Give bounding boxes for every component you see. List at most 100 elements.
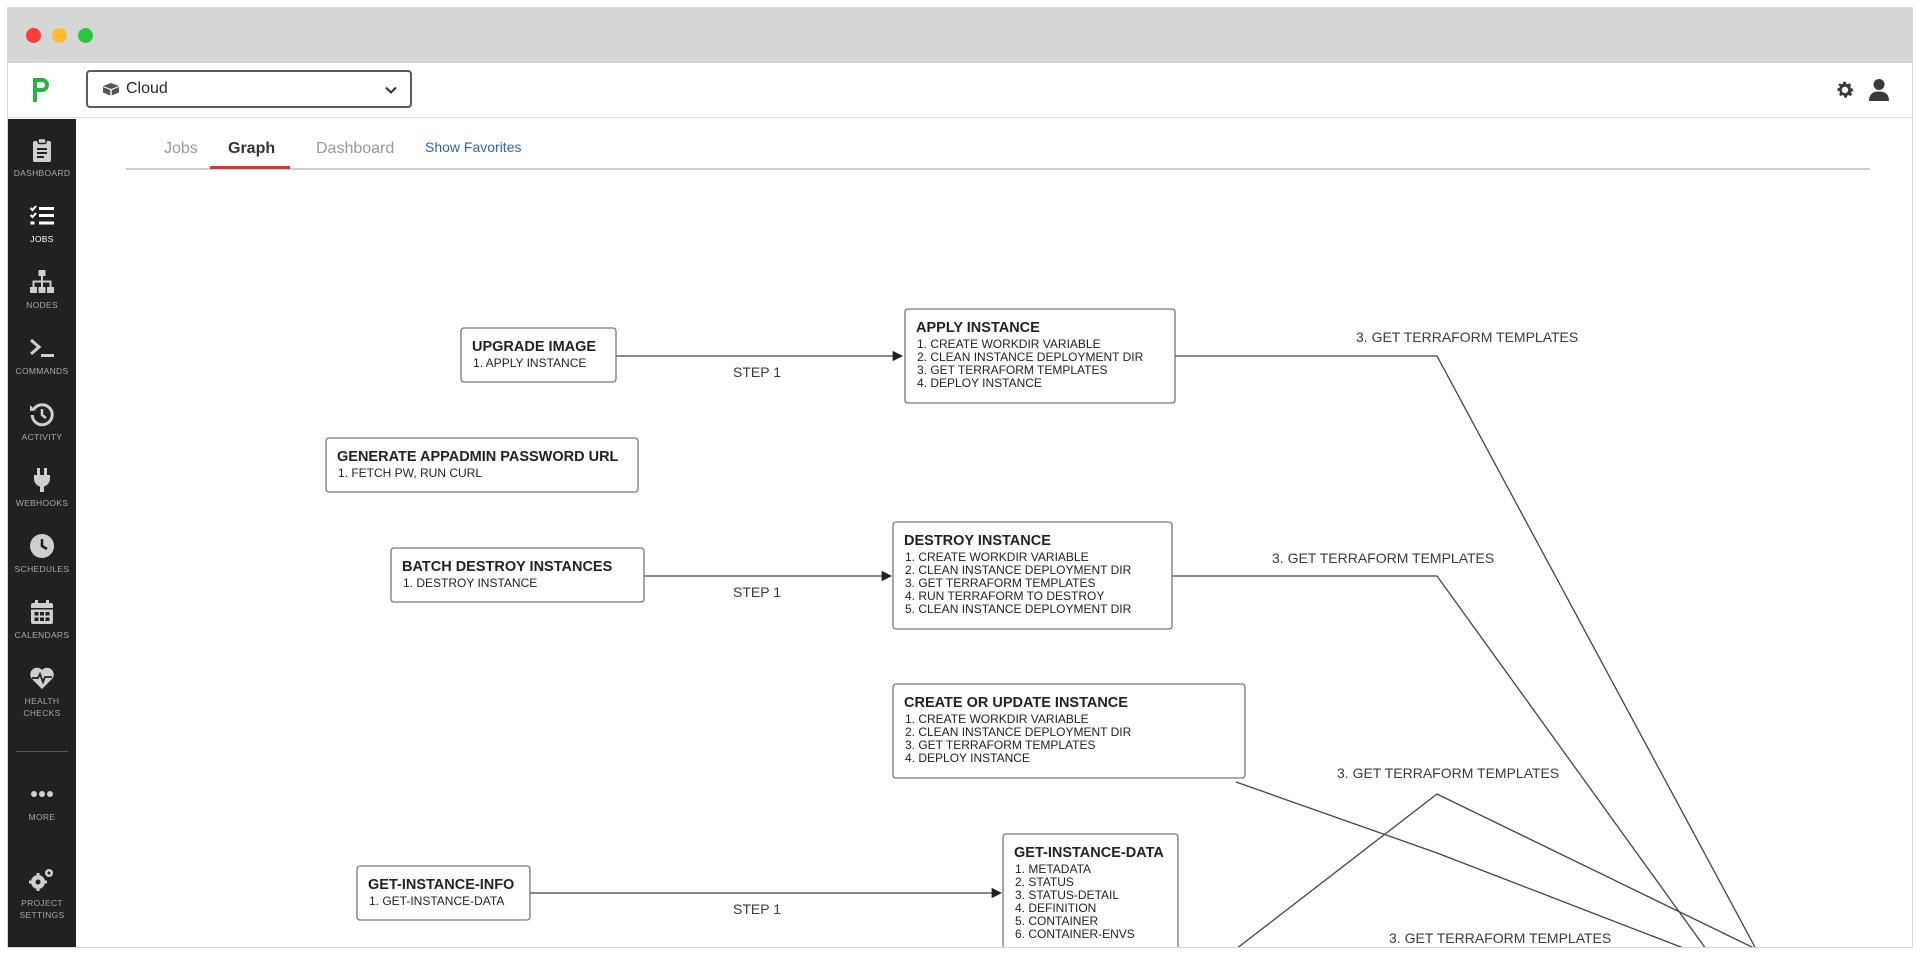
job-node-title: APPLY INSTANCE [916, 320, 1040, 336]
sidebar-item-schedules[interactable]: SCHEDULES [8, 533, 76, 575]
edge-label-terraform: 3. GET TERRAFORM TEMPLATES [1356, 329, 1578, 345]
job-node[interactable]: DESTROY INSTANCE 1. CREATE WORKDIR VARIA… [892, 521, 1173, 630]
project-box-icon [103, 83, 119, 96]
tab-dashboard[interactable]: Dashboard [316, 140, 395, 157]
edge-label-terraform: 3. GET TERRAFORM TEMPLATES [1337, 765, 1559, 781]
calendar-icon [31, 600, 53, 624]
gears-icon [29, 869, 53, 891]
sidebar-item-health-checks[interactable]: HEALTH CHECKS [8, 665, 76, 719]
edge-label-terraform: 3. GET TERRAFORM TEMPLATES [1272, 550, 1494, 566]
window-close-button[interactable] [26, 28, 41, 43]
graph-canvas: STEP 1 STEP 1 STEP 1 3. GET TERRAFORM TE… [325, 308, 1756, 948]
edge-label-step: STEP 1 [733, 364, 781, 380]
job-node-title: UPGRADE IMAGE [472, 339, 596, 355]
sidebar-item-nodes[interactable]: NODES [8, 269, 76, 311]
job-node-step: 3. GET TERRAFORM TEMPLATES [905, 738, 1095, 752]
sidebar-item-label-line2: CHECKS [23, 708, 61, 718]
job-node-step: 4. DEPLOY INSTANCE [917, 376, 1042, 390]
tab-jobs[interactable]: Jobs [164, 140, 198, 157]
job-node[interactable]: APPLY INSTANCE 1. CREATE WORKDIR VARIABL… [904, 308, 1176, 404]
sidebar-item-label: DASHBOARD [13, 168, 71, 178]
sidebar-item-label-line1: PROJECT [21, 898, 63, 908]
clipboard-icon [33, 137, 51, 162]
app-header: Cloud [8, 63, 1912, 118]
sidebar-item-activity[interactable]: ACTIVITY [8, 401, 76, 443]
sidebar-item-more[interactable]: MORE [8, 781, 76, 823]
app-logo[interactable] [30, 76, 52, 104]
ellipsis-icon [31, 791, 53, 797]
history-icon [30, 403, 54, 427]
sidebar-item-label: COMMANDS [15, 366, 69, 376]
job-graph: STEP 1 STEP 1 STEP 1 3. GET TERRAFORM TE… [76, 170, 1912, 948]
job-node-step: 2. CLEAN INSTANCE DEPLOYMENT DIR [917, 350, 1144, 364]
sidebar-item-calendars[interactable]: CALENDARS [8, 599, 76, 641]
edge-create-terraform [1235, 781, 1683, 947]
job-node-step: 4. DEPLOY INSTANCE [905, 751, 1030, 765]
edge-label-terraform: 3. GET TERRAFORM TEMPLATES [1389, 930, 1611, 946]
chevron-down-icon [385, 86, 397, 94]
job-node-step: 1. METADATA [1015, 862, 1091, 876]
show-favorites-link[interactable]: Show Favorites [425, 139, 522, 155]
job-node-title: GET-INSTANCE-INFO [368, 877, 514, 893]
job-node[interactable]: CREATE OR UPDATE INSTANCE 1. CREATE WORK… [892, 683, 1246, 779]
sidebar-item-dashboard[interactable]: DASHBOARD [8, 137, 76, 179]
job-node-step: 3. GET TERRAFORM TEMPLATES [917, 363, 1107, 377]
edge-destroy-terraform [1172, 575, 1706, 947]
settings-gear-icon[interactable] [1834, 79, 1856, 101]
edge-apply-terraform [1175, 355, 1756, 947]
job-node-title: DESTROY INSTANCE [904, 533, 1051, 549]
sidebar-item-project-settings[interactable]: PROJECT SETTINGS [8, 867, 76, 921]
clock-icon [30, 534, 54, 558]
browser-window: Cloud DASHBOARD [7, 7, 1913, 948]
job-node[interactable]: BATCH DESTROY INSTANCES 1. DESTROY INSTA… [390, 547, 645, 603]
view-tabs: Jobs Graph Dashboard Show Favorites [126, 118, 1870, 170]
list-check-icon [29, 205, 54, 225]
project-name: Cloud [126, 80, 168, 97]
tab-graph[interactable]: Graph [228, 140, 276, 157]
edge-label-step: STEP 1 [733, 901, 781, 917]
job-node-step: 3. GET TERRAFORM TEMPLATES [905, 576, 1095, 590]
sidebar-item-label-line1: HEALTH [24, 696, 60, 706]
job-node-step: 1. DESTROY INSTANCE [403, 576, 537, 590]
job-node-step: 1. CREATE WORKDIR VARIABLE [905, 550, 1089, 564]
job-node-step: 2. STATUS [1015, 875, 1074, 889]
active-tab-indicator [210, 166, 290, 169]
sidebar-item-commands[interactable]: COMMANDS [8, 335, 76, 377]
job-node-title: GET-INSTANCE-DATA [1014, 845, 1164, 861]
window-titlebar [8, 8, 1912, 63]
job-node-step: 5. CLEAN INSTANCE DEPLOYMENT DIR [905, 602, 1132, 616]
job-node-step: 2. CLEAN INSTANCE DEPLOYMENT DIR [905, 563, 1132, 577]
sidebar-item-label: NODES [26, 300, 58, 310]
window-maximize-button[interactable] [78, 28, 93, 43]
project-selector[interactable]: Cloud [86, 70, 412, 108]
sidebar-item-label: WEBHOOKS [15, 498, 69, 508]
sidebar-item-label: MORE [28, 812, 56, 822]
sidebar-item-label: JOBS [30, 234, 54, 244]
heartbeat-icon [30, 667, 54, 689]
job-node[interactable]: GENERATE APPADMIN PASSWORD URL 1. FETCH … [325, 437, 639, 493]
sidebar-item-jobs[interactable]: JOBS [8, 203, 76, 245]
job-node[interactable]: UPGRADE IMAGE 1. APPLY INSTANCE [460, 327, 617, 383]
job-node-step: 1. GET-INSTANCE-DATA [369, 894, 504, 908]
edge-label-step: STEP 1 [733, 584, 781, 600]
user-icon[interactable] [1868, 78, 1890, 102]
job-node-step: 1. CREATE WORKDIR VARIABLE [905, 712, 1089, 726]
job-node[interactable]: GET-INSTANCE-DATA 1. METADATA 2. STATUS … [1002, 833, 1179, 948]
job-node-title: CREATE OR UPDATE INSTANCE [904, 695, 1128, 711]
sidebar-item-label-line2: SETTINGS [19, 910, 65, 920]
job-node-title: BATCH DESTROY INSTANCES [402, 559, 613, 575]
sidebar-item-label: SCHEDULES [14, 564, 70, 574]
plug-icon [34, 468, 50, 492]
sitemap-icon [30, 270, 54, 293]
job-node-step: 1. FETCH PW, RUN CURL [338, 466, 482, 480]
job-node-step: 1. APPLY INSTANCE [473, 356, 586, 370]
sidebar-item-label: ACTIVITY [21, 432, 63, 442]
job-node-step: 4. DEFINITION [1015, 901, 1096, 915]
sidebar-item-webhooks[interactable]: WEBHOOKS [8, 467, 76, 509]
job-node[interactable]: GET-INSTANCE-INFO 1. GET-INSTANCE-DATA [356, 865, 531, 921]
job-node-title: GENERATE APPADMIN PASSWORD URL [337, 449, 619, 465]
job-node-step: 1. CREATE WORKDIR VARIABLE [917, 337, 1101, 351]
sidebar-divider [16, 751, 68, 752]
job-node-step: 3. STATUS-DETAIL [1015, 888, 1119, 902]
window-minimize-button[interactable] [52, 28, 67, 43]
